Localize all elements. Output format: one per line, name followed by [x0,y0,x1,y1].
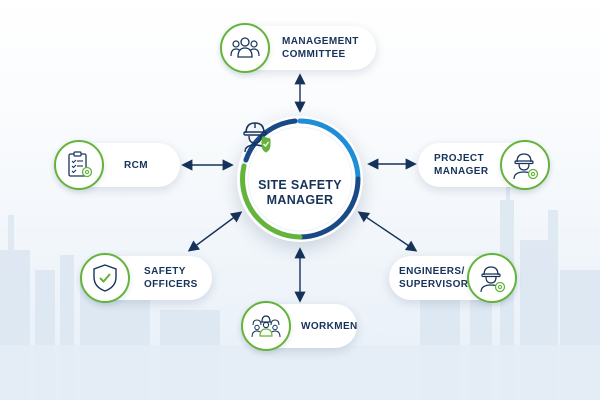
shield-check-icon [80,253,130,303]
center-title-line2: MANAGER [266,193,334,207]
safety-line1: SAFETY [144,266,186,277]
progress-ring [239,118,361,240]
project-manager-label: PROJECT MANAGER [434,143,488,187]
workmen-line1: WORKMEN [301,320,358,332]
management-line1: MANAGEMENT [282,36,359,47]
project-manager-node: PROJECT MANAGER [418,140,550,190]
rcm-node: RCM [54,140,180,190]
management-committee-label: MANAGEMENT COMMITTEE [282,26,359,70]
engineers-supervisors-label: ENGINEERS/ SUPERVISORS [399,256,475,300]
safety-officers-label: SAFETY OFFICERS [144,256,198,300]
rcm-label: RCM [124,143,148,187]
safety-line2: OFFICERS [144,279,198,290]
engineers-supervisors-node: ENGINEERS/ SUPERVISORS [389,253,517,303]
worker-gear-icon [500,140,550,190]
management-committee-node: MANAGEMENT COMMITTEE [220,23,376,73]
workers-group-icon [241,301,291,351]
group-of-people-icon [220,23,270,73]
site-safety-manager-node: SITE SAFETY MANAGER [237,116,363,242]
engineers-line2: SUPERVISORS [399,279,476,290]
center-title-line1: SITE SAFETY [258,178,342,192]
connector-engineers [357,211,418,252]
connector-safety [187,211,243,252]
safety-officers-node: SAFETY OFFICERS [80,253,212,303]
management-line2: COMMITTEE [282,49,346,60]
rcm-line1: RCM [124,159,148,171]
workmen-label: WORKMEN [301,304,358,348]
engineers-line1: ENGINEERS/ [399,266,465,277]
project-line1: PROJECT [434,153,485,164]
workmen-node: WORKMEN [241,301,358,351]
safety-manager-helmet-icon [243,122,271,153]
engineer-gear-icon [467,253,517,303]
clipboard-checklist-icon [54,140,104,190]
project-line2: MANAGER [434,166,489,177]
center-title: SITE SAFETY MANAGER [237,178,363,208]
